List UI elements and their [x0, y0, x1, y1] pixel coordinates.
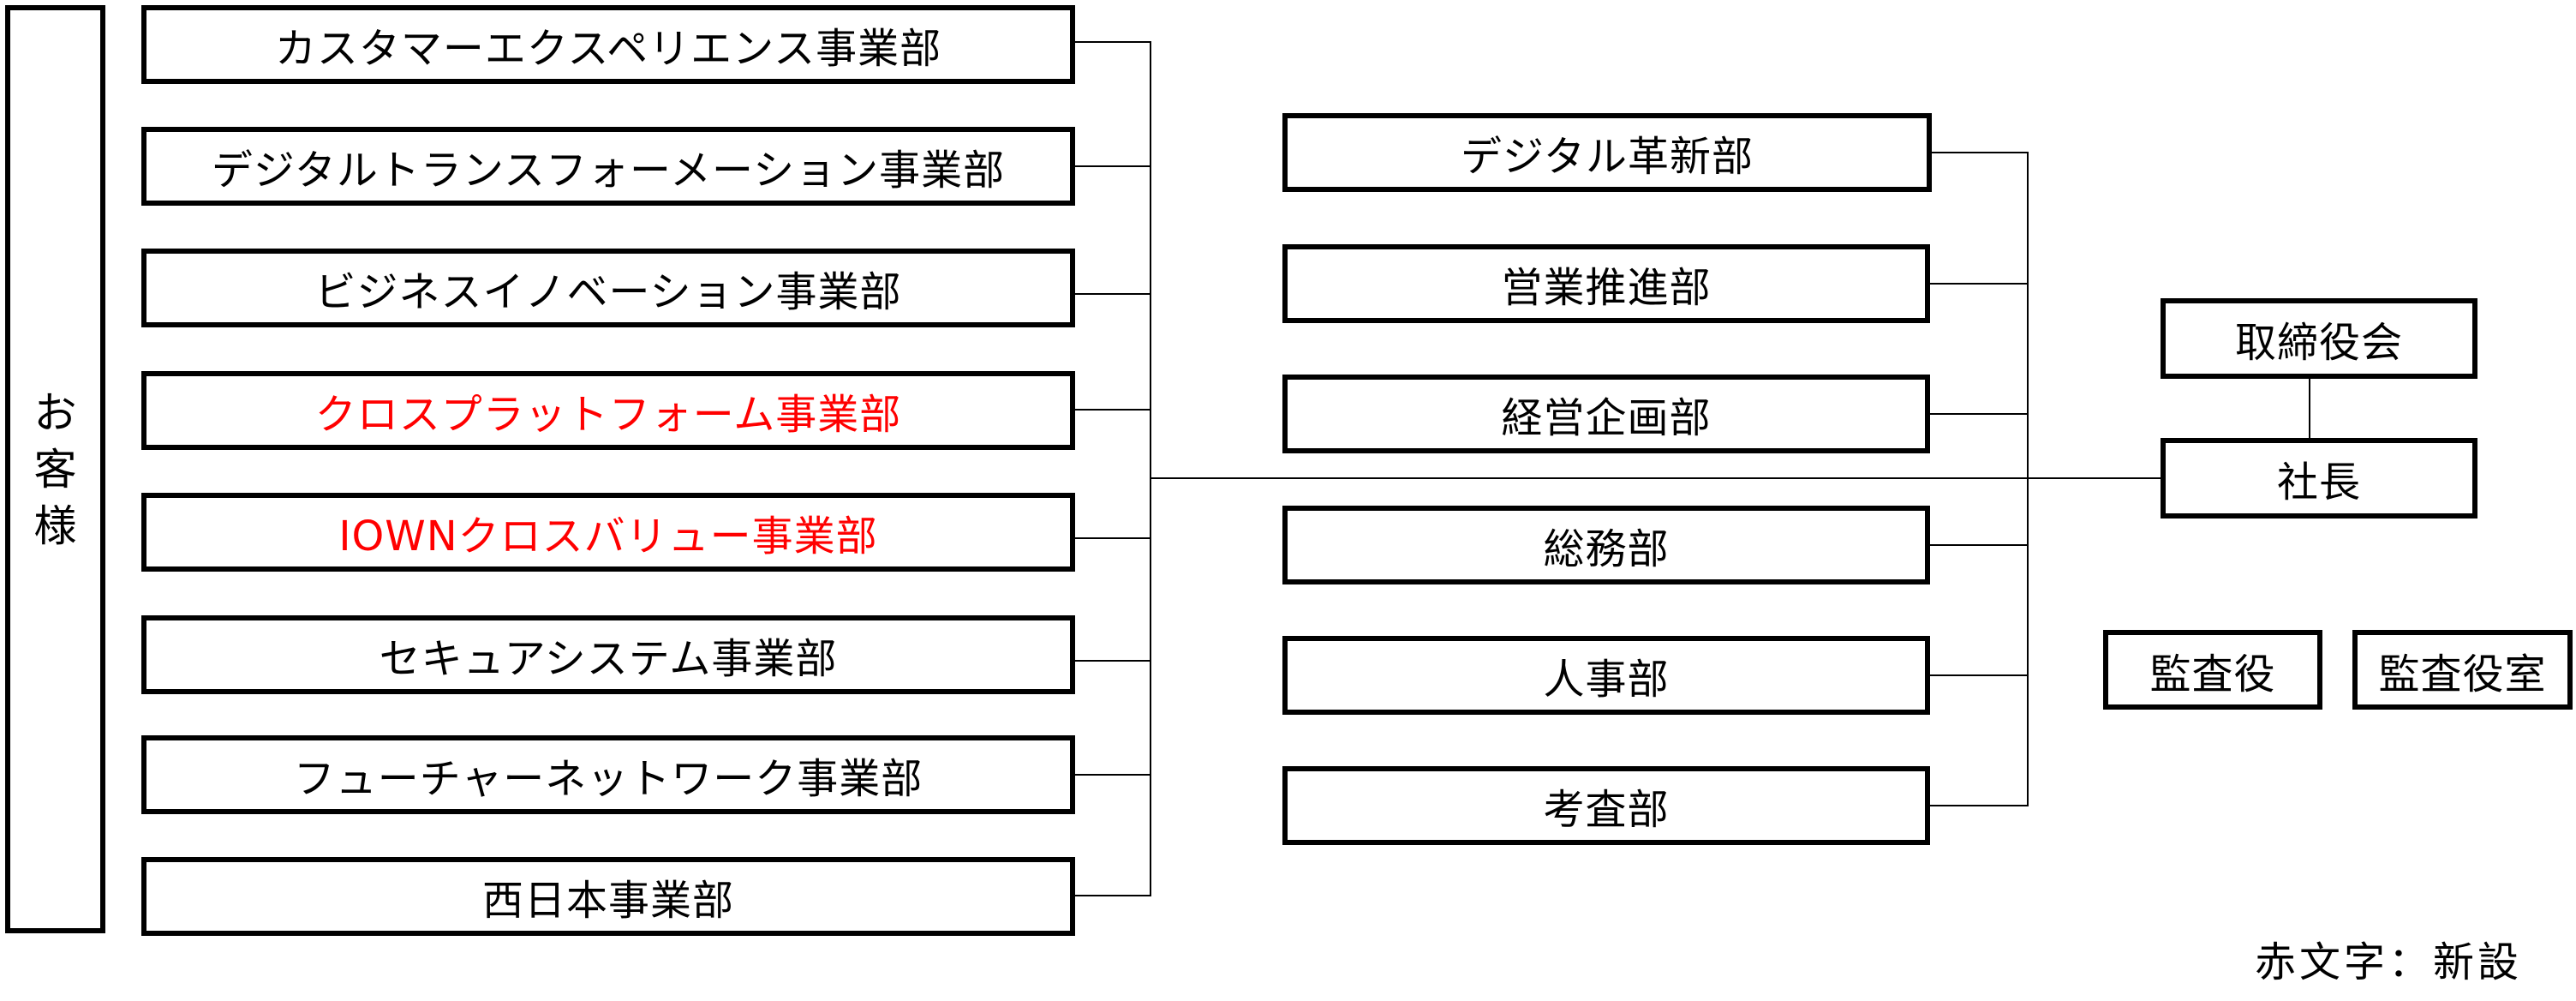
business-unit-box: セキュアシステム事業部 — [141, 615, 1075, 694]
main-trunk-line — [1150, 477, 2161, 479]
board-president-connector — [2309, 379, 2310, 439]
bu-connector — [1075, 41, 1151, 43]
staff-dept-box: デジタル革新部 — [1282, 113, 1932, 192]
business-unit-label: IOWNクロスバリュー事業部 — [338, 512, 878, 560]
customer-box: お 客 様 — [5, 5, 105, 933]
bu-connector — [1075, 660, 1151, 662]
staff-connector — [1932, 152, 2028, 153]
business-unit-label: クロスプラットフォーム事業部 — [314, 391, 902, 439]
bu-connector — [1075, 895, 1151, 896]
staff-dept-box: 考査部 — [1282, 766, 1930, 845]
customer-char: 客 — [33, 444, 77, 495]
business-unit-box: ビジネスイノベーション事業部 — [141, 249, 1075, 327]
business-unit-box: デジタルトランスフォーメーション事業部 — [141, 127, 1075, 206]
president-box: 社長 — [2161, 438, 2477, 518]
business-unit-label: ビジネスイノベーション事業部 — [314, 268, 902, 316]
president-label: 社長 — [2276, 459, 2361, 506]
legend-note: 赤文字：新設 — [2255, 938, 2523, 986]
business-unit-box: フューチャーネットワーク事業部 — [141, 735, 1075, 814]
customer-char: お — [33, 387, 77, 438]
auditor-office-box: 監査役室 — [2352, 630, 2573, 710]
business-unit-box-new: IOWNクロスバリュー事業部 — [141, 493, 1075, 572]
staff-bracket-vertical — [2027, 152, 2029, 806]
auditor-office-label: 監査役室 — [2378, 650, 2547, 698]
bu-connector — [1075, 165, 1151, 167]
business-unit-label: カスタマーエクスペリエンス事業部 — [274, 25, 942, 73]
staff-dept-box: 人事部 — [1282, 636, 1930, 715]
staff-connector — [1930, 805, 2028, 806]
business-unit-box: 西日本事業部 — [141, 857, 1075, 936]
auditor-box: 監査役 — [2103, 630, 2322, 710]
staff-dept-box: 経営企画部 — [1282, 375, 1930, 453]
bu-connector — [1075, 537, 1151, 539]
business-unit-box-new: クロスプラットフォーム事業部 — [141, 371, 1075, 450]
board-label: 取締役会 — [2234, 319, 2403, 367]
staff-dept-label: 総務部 — [1543, 525, 1670, 573]
board-of-directors-box: 取締役会 — [2161, 298, 2477, 379]
staff-dept-box: 総務部 — [1282, 506, 1930, 584]
business-unit-box: カスタマーエクスペリエンス事業部 — [141, 5, 1075, 84]
staff-connector — [1930, 674, 2028, 676]
bu-connector — [1075, 774, 1151, 776]
bu-bracket-vertical — [1150, 41, 1151, 896]
staff-dept-label: 人事部 — [1543, 656, 1670, 704]
staff-dept-label: 営業推進部 — [1501, 264, 1712, 312]
auditor-label: 監査役 — [2149, 650, 2276, 698]
staff-connector — [1930, 413, 2028, 415]
staff-connector — [1930, 283, 2028, 285]
business-unit-label: デジタルトランスフォーメーション事業部 — [211, 147, 1006, 195]
staff-dept-label: 経営企画部 — [1501, 394, 1712, 442]
bu-connector — [1075, 409, 1151, 411]
business-unit-label: フューチャーネットワーク事業部 — [293, 755, 923, 803]
staff-dept-label: デジタル革新部 — [1460, 133, 1754, 181]
staff-connector — [1930, 544, 2028, 546]
bu-connector — [1075, 293, 1151, 295]
business-unit-label: セキュアシステム事業部 — [379, 635, 838, 683]
business-unit-label: 西日本事業部 — [481, 877, 734, 925]
staff-dept-box: 営業推進部 — [1282, 244, 1930, 323]
staff-dept-label: 考査部 — [1543, 786, 1670, 834]
customer-char: 様 — [33, 500, 77, 551]
